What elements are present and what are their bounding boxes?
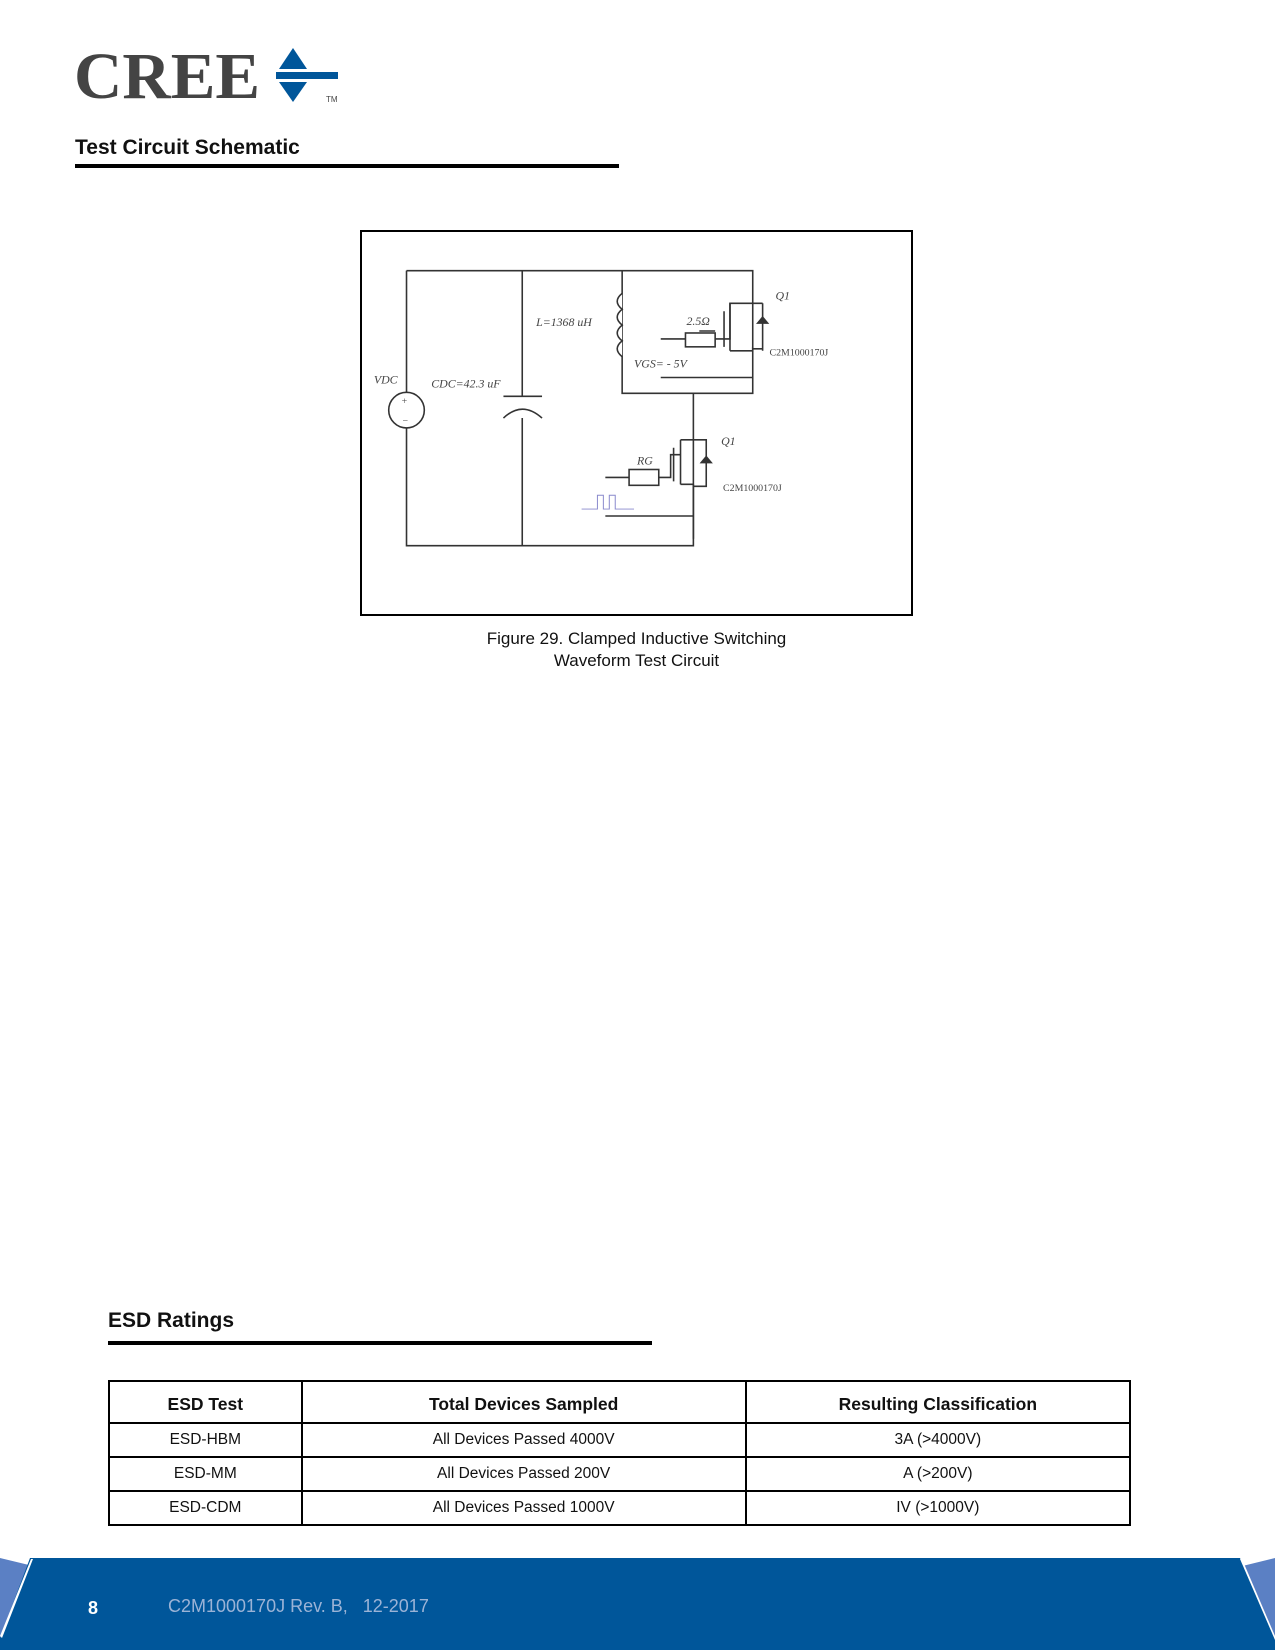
gate-resistor-top-label: 2.5Ω — [686, 314, 710, 328]
caption-line-1: Figure 29. Clamped Inductive Switching — [486, 629, 787, 648]
cdc-label: CDC=42.3 uF — [431, 376, 501, 390]
table-cell: All Devices Passed 200V — [300, 1456, 747, 1492]
svg-text:CREE: CREE — [74, 44, 260, 106]
table-cell: ESD-CDM — [108, 1490, 303, 1526]
page-footer — [0, 1558, 1275, 1650]
table-row: ESD-HBM All Devices Passed 4000V 3A (>40… — [108, 1422, 1132, 1458]
section-divider — [108, 1341, 652, 1345]
q-bottom-label: Q1 — [721, 434, 736, 448]
column-header: ESD Test — [108, 1380, 303, 1424]
table-cell: All Devices Passed 1000V — [300, 1490, 747, 1526]
q-bottom-part-label: C2M1000170J — [723, 483, 782, 494]
column-header: Total Devices Sampled — [300, 1380, 747, 1424]
q-top-part-label: C2M1000170J — [770, 348, 829, 359]
table-row: ESD-CDM All Devices Passed 1000V IV (>10… — [108, 1490, 1132, 1526]
table-cell: A (>200V) — [744, 1456, 1132, 1492]
svg-text:−: − — [403, 416, 409, 427]
cree-logo: CREE TM — [74, 40, 344, 113]
section-title-test-circuit: Test Circuit Schematic — [75, 136, 300, 159]
svg-text:TM: TM — [326, 95, 338, 104]
table-cell: 3A (>4000V) — [744, 1422, 1132, 1458]
table-cell: ESD-HBM — [108, 1422, 303, 1458]
table-cell: IV (>1000V) — [744, 1490, 1132, 1526]
table-header-row: ESD Test Total Devices Sampled Resulting… — [108, 1380, 1132, 1424]
esd-ratings-table: ESD Test Total Devices Sampled Resulting… — [108, 1380, 1132, 1526]
column-header: Resulting Classification — [744, 1380, 1132, 1424]
table-cell: All Devices Passed 4000V — [300, 1422, 747, 1458]
caption-line-2: Waveform Test Circuit — [553, 651, 720, 670]
section-title-esd-ratings: ESD Ratings — [108, 1309, 235, 1332]
document-revision: C2M1000170J Rev. B, 12-2017 — [168, 1596, 429, 1616]
rg-label: RG — [636, 454, 653, 468]
vdc-label: VDC — [374, 372, 399, 386]
table-cell: ESD-MM — [108, 1456, 303, 1492]
inductor-label: L=1368 uH — [535, 315, 593, 329]
table-row: ESD-MM All Devices Passed 200V A (>200V) — [108, 1456, 1132, 1492]
page-number: 8 — [88, 1598, 99, 1618]
svg-text:+: + — [402, 396, 408, 407]
figure-caption: Figure 29. Clamped Inductive Switching W… — [360, 628, 913, 672]
section-divider — [75, 164, 619, 168]
vgs-label: VGS= - 5V — [634, 357, 689, 371]
q-top-label: Q1 — [775, 288, 790, 302]
test-circuit-schematic: + − VDC CDC=42.3 uF L=1368 uH 2.5Ω VGS= … — [360, 230, 913, 616]
